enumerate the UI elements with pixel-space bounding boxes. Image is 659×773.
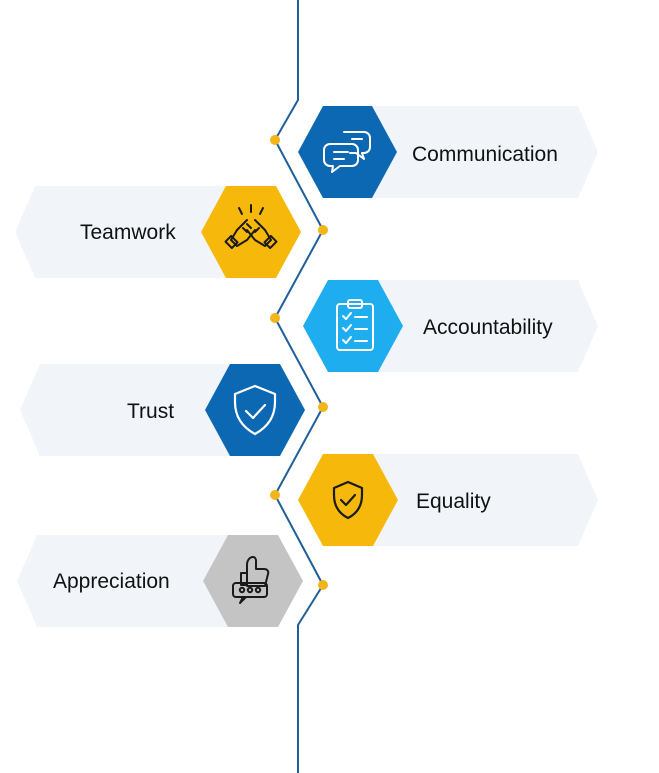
connector-dot: [270, 135, 280, 145]
clipboard-checklist-icon: [336, 299, 374, 351]
value-card-communication: Communication: [298, 106, 598, 198]
value-label: Accountability: [423, 316, 553, 339]
value-card-teamwork: Teamwork: [15, 186, 301, 278]
connector-dot: [318, 402, 328, 412]
value-card-accountability: Accountability: [303, 280, 598, 372]
connector-dot: [270, 490, 280, 500]
value-label: Teamwork: [80, 221, 176, 244]
card-background: [356, 280, 598, 372]
connector-dot: [318, 225, 328, 235]
card-background: [350, 454, 598, 546]
badge-check-icon: [332, 480, 364, 520]
value-label: Appreciation: [53, 570, 170, 593]
chat-bubbles-icon: [323, 131, 371, 173]
high-five-icon: [224, 204, 278, 250]
card-background: [17, 535, 252, 627]
connector-dots: [270, 135, 328, 590]
value-card-appreciation: Appreciation: [17, 535, 303, 627]
hexagon-badge: [201, 186, 301, 278]
connector-dot: [318, 580, 328, 590]
value-card-trust: Trust: [20, 364, 305, 456]
spine-line: [273, 0, 325, 773]
hexagon-badge: [298, 454, 398, 546]
card-background: [15, 186, 250, 278]
value-label: Equality: [416, 490, 491, 513]
card-background: [352, 106, 598, 198]
hexagon-badge: [203, 535, 303, 627]
hexagon-badge: [205, 364, 305, 456]
value-label: Trust: [127, 400, 174, 423]
thumbs-up-rating-icon: [232, 556, 270, 604]
value-card-equality: Equality: [298, 454, 598, 546]
value-label: Communication: [412, 143, 558, 166]
connector-dot: [270, 313, 280, 323]
shield-check-icon: [233, 384, 277, 436]
card-background: [20, 364, 254, 456]
hexagon-badge: [303, 280, 403, 372]
